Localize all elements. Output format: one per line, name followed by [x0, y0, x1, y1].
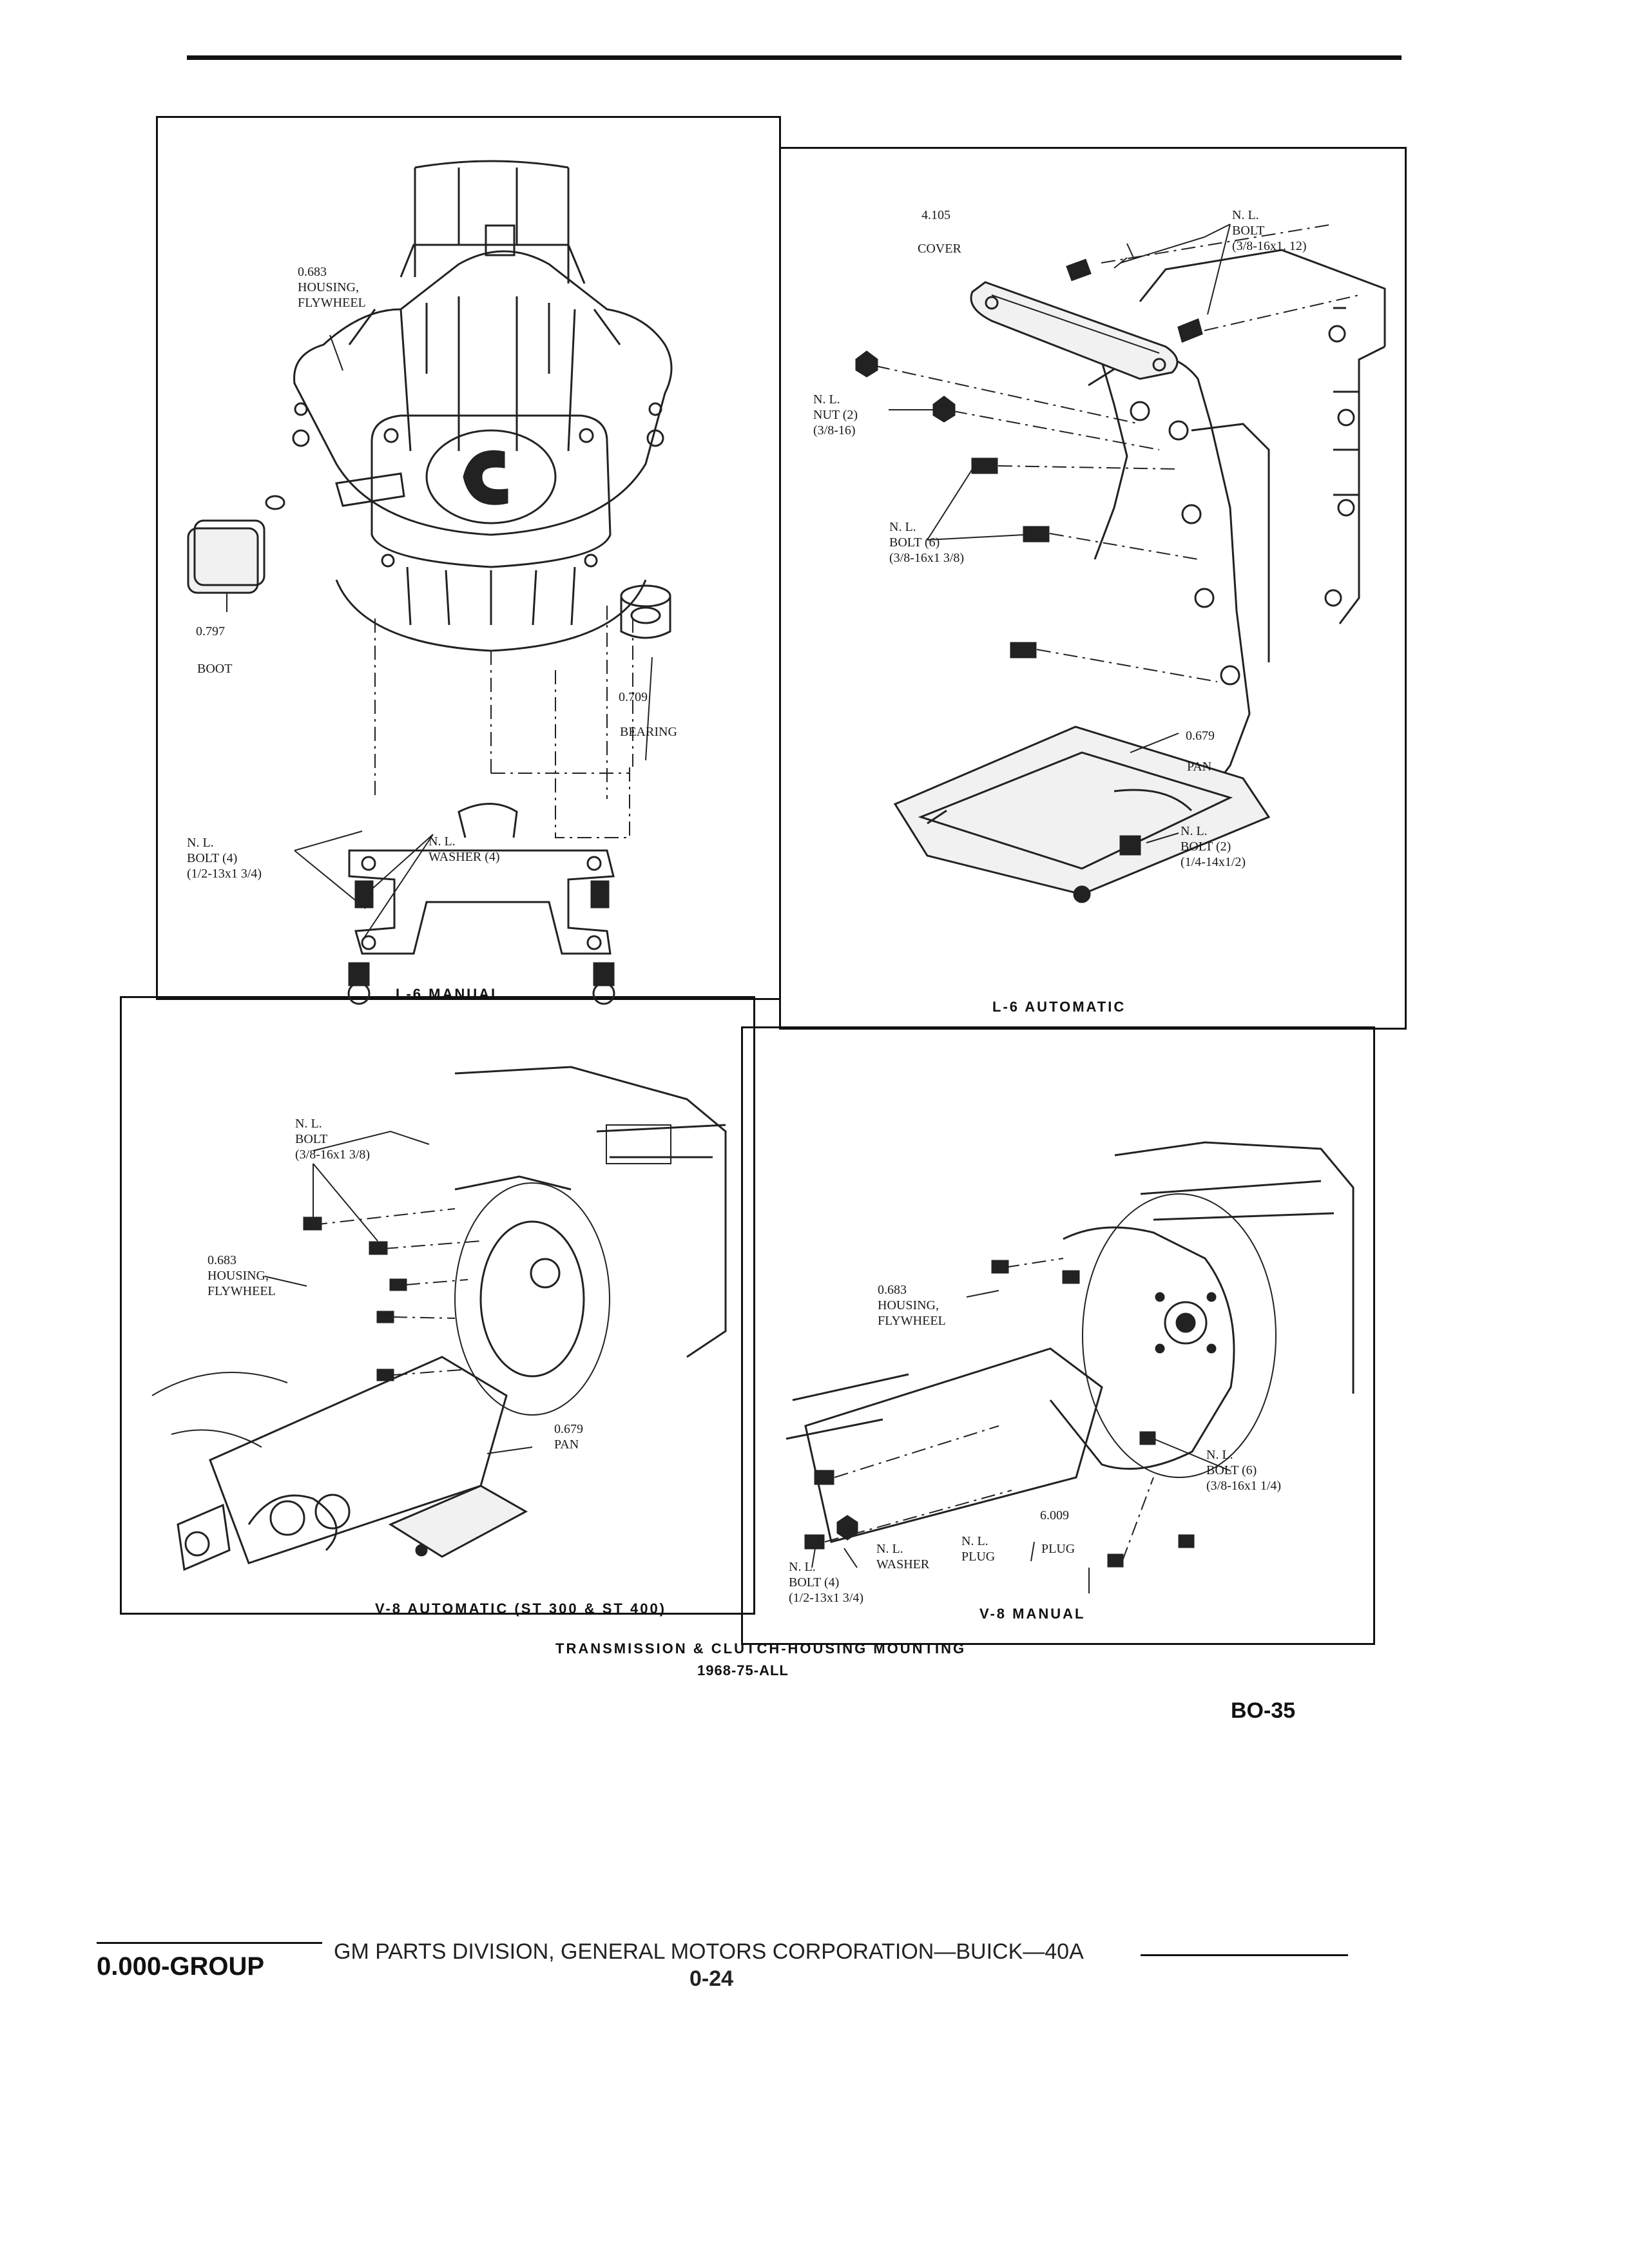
v8-manual-plug-number: 6.009	[1040, 1508, 1069, 1523]
footer-group-code: 0.000-GROUP	[97, 1952, 265, 1981]
l6-automatic-nut-label: N. L. NUT (2) (3/8-16)	[813, 392, 858, 437]
v8-automatic-pan-label: 0.679 PAN	[554, 1422, 583, 1452]
page-code: BO-35	[1231, 1698, 1296, 1723]
v8-automatic-housing-label: 0.683 HOUSING, FLYWHEEL	[207, 1253, 276, 1298]
v8-automatic-bolt-label: N. L. BOLT (3/8-16x1 3/8)	[295, 1117, 371, 1162]
top-rule	[187, 55, 1402, 60]
l6-automatic-pan-label: PAN	[1187, 760, 1212, 774]
l6-automatic-drawing	[855, 224, 1386, 903]
l6-automatic-cover-number: 4.105	[921, 208, 950, 222]
l6-manual-bearing-label: BEARING	[620, 725, 677, 739]
l6-automatic-bolt-top-label: N. L. BOLT (3/8-16x1. 12)	[1232, 208, 1307, 253]
v8-manual-title: V-8 MANUAL	[979, 1606, 1086, 1622]
frame-l6-automatic	[779, 147, 1407, 1030]
footer-rule-left	[97, 1942, 322, 1944]
v8-automatic-title: V-8 AUTOMATIC (ST 300 & ST 400)	[375, 1600, 667, 1617]
v8-manual-washer-label: N. L. WASHER	[876, 1542, 930, 1571]
v8-automatic-drawing	[151, 1066, 727, 1571]
v8-manual-drawing	[786, 1141, 1354, 1593]
l6-manual-boot-number: 0.797	[196, 624, 225, 639]
l6-manual-drawing	[187, 160, 673, 1005]
v8-manual-bolt-left-label: N. L. BOLT (4) (1/2-13x1 3/4)	[789, 1560, 864, 1605]
l6-manual-bearing-number: 0.709	[619, 690, 648, 704]
l6-automatic-cover-label: COVER	[918, 242, 961, 256]
footer-publisher: GM PARTS DIVISION, GENERAL MOTORS CORPOR…	[334, 1939, 1084, 1964]
footer-rule-right	[1141, 1954, 1348, 1956]
frame-v8-manual	[741, 1026, 1375, 1645]
v8-manual-plug-label: PLUG	[1041, 1542, 1075, 1556]
frame-v8-automatic	[120, 996, 755, 1615]
l6-automatic-title: L-6 AUTOMATIC	[992, 999, 1126, 1015]
l6-manual-housing-label: 0.683 HOUSING, FLYWHEEL	[298, 265, 366, 310]
figure-caption: TRANSMISSION & CLUTCH-HOUSING MOUNTING	[555, 1640, 967, 1657]
l6-manual-washer-label: N. L. WASHER (4)	[429, 834, 500, 864]
l6-manual-title: L-6 MANUAL	[396, 986, 502, 1002]
l6-manual-boot-label: BOOT	[197, 662, 233, 676]
v8-manual-housing-label: 0.683 HOUSING, FLYWHEEL	[878, 1283, 946, 1328]
l6-automatic-bolt-mid-label: N. L. BOLT (6) (3/8-16x1 3/8)	[889, 520, 965, 565]
l6-automatic-bolt-pan-label: N. L. BOLT (2) (1/4-14x1/2)	[1181, 824, 1246, 869]
l6-automatic-pan-number: 0.679	[1186, 729, 1215, 743]
l6-manual-bolt-label: N. L. BOLT (4) (1/2-13x1 3/4)	[187, 836, 262, 881]
footer-page-number: 0-24	[689, 1966, 734, 1991]
v8-manual-plug-nl-label: N. L. PLUG	[961, 1534, 996, 1564]
figure-caption-years: 1968-75-ALL	[697, 1662, 789, 1678]
v8-manual-bolt-right-label: N. L. BOLT (6) (3/8-16x1 1/4)	[1206, 1448, 1282, 1493]
